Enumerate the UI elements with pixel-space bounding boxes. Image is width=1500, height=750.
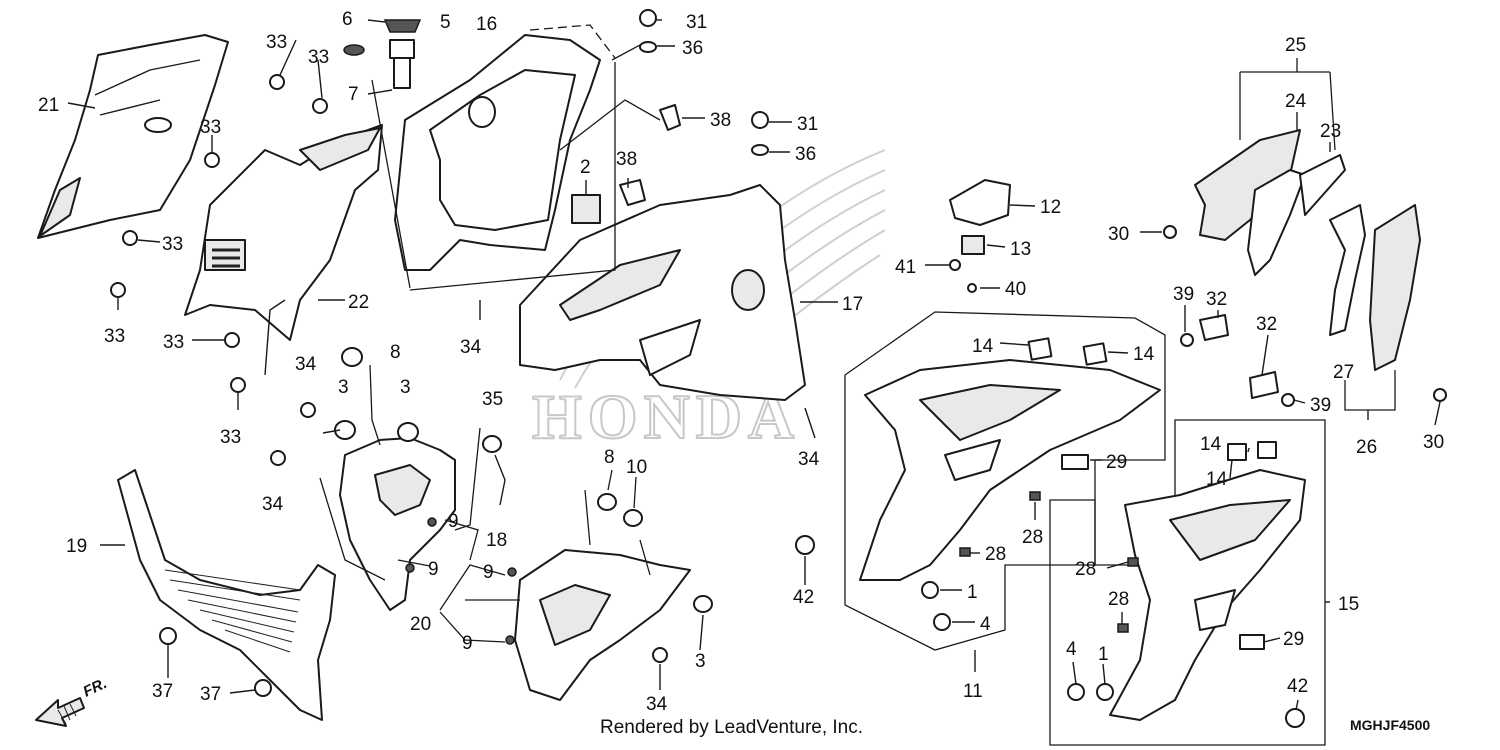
callout-14: 14 bbox=[1133, 344, 1155, 365]
callout-1: 1 bbox=[1098, 644, 1109, 665]
callout-37: 37 bbox=[200, 684, 221, 705]
callout-24: 24 bbox=[1285, 91, 1307, 112]
callout-10: 10 bbox=[626, 457, 647, 478]
callout-29: 29 bbox=[1283, 629, 1304, 650]
part-21-inner-panel bbox=[37, 34, 229, 239]
callout-37: 37 bbox=[152, 681, 173, 702]
callout-32: 32 bbox=[1206, 289, 1227, 310]
callout-2: 2 bbox=[580, 157, 591, 178]
callout-29: 29 bbox=[1106, 452, 1127, 473]
callout-7: 7 bbox=[348, 84, 359, 105]
callout-3: 3 bbox=[338, 377, 349, 398]
callout-36: 36 bbox=[795, 144, 816, 165]
callout-9: 9 bbox=[448, 511, 459, 532]
callout-15: 15 bbox=[1338, 594, 1359, 615]
part-16-upper-cover bbox=[394, 34, 601, 271]
callout-39: 39 bbox=[1310, 395, 1331, 416]
callout-4: 4 bbox=[1066, 639, 1077, 660]
diagram-code: MGHJF4500 bbox=[1350, 717, 1430, 733]
fasteners-top bbox=[343, 9, 769, 206]
callout-28: 28 bbox=[985, 544, 1006, 565]
callout-23: 23 bbox=[1320, 121, 1341, 142]
callout-42: 42 bbox=[1287, 676, 1308, 697]
part-15-cover-group bbox=[1049, 419, 1326, 746]
callout-9: 9 bbox=[462, 633, 473, 654]
callout-33: 33 bbox=[308, 47, 329, 68]
part-20-bracket bbox=[505, 493, 713, 701]
callout-38: 38 bbox=[616, 149, 637, 170]
callout-1: 1 bbox=[967, 582, 978, 603]
part-17-front-cover bbox=[519, 184, 806, 401]
callout-34: 34 bbox=[798, 449, 820, 470]
callout-28: 28 bbox=[1108, 589, 1129, 610]
callout-9: 9 bbox=[483, 562, 494, 583]
callout-39: 39 bbox=[1173, 284, 1194, 305]
callout-33: 33 bbox=[163, 332, 184, 353]
callout-labels: 21 33 33 33 33 33 22 33 33 6 5 7 16 31 3… bbox=[38, 9, 1444, 715]
callout-34: 34 bbox=[295, 354, 317, 375]
callout-33: 33 bbox=[162, 234, 183, 255]
callout-33: 33 bbox=[200, 117, 221, 138]
part-11-cover-group bbox=[795, 311, 1166, 651]
callout-31: 31 bbox=[797, 114, 818, 135]
callout-30: 30 bbox=[1423, 432, 1444, 453]
callout-12: 12 bbox=[1040, 197, 1061, 218]
leader-lines bbox=[67, 19, 1441, 711]
callout-20: 20 bbox=[410, 614, 431, 635]
callout-33: 33 bbox=[220, 427, 241, 448]
callout-33: 33 bbox=[266, 32, 287, 53]
part-19-grille bbox=[117, 469, 336, 721]
part-18-bracket bbox=[270, 347, 502, 611]
callout-9: 9 bbox=[428, 559, 439, 580]
render-credit: Rendered by LeadVenture, Inc. bbox=[600, 717, 863, 738]
callout-16: 16 bbox=[476, 14, 497, 35]
callout-38: 38 bbox=[710, 110, 731, 131]
part-12-bracket bbox=[949, 179, 1011, 293]
callout-32: 32 bbox=[1256, 314, 1277, 335]
callout-30: 30 bbox=[1108, 224, 1129, 245]
callout-34: 34 bbox=[646, 694, 668, 715]
callout-40: 40 bbox=[1005, 279, 1026, 300]
part-22-side-panel bbox=[184, 124, 383, 341]
callout-6: 6 bbox=[342, 9, 353, 30]
callout-22: 22 bbox=[348, 292, 369, 313]
parts-23-27-right bbox=[1163, 129, 1447, 407]
callout-17: 17 bbox=[842, 294, 863, 315]
callout-33: 33 bbox=[104, 326, 125, 347]
front-direction-label: FR. bbox=[81, 675, 110, 701]
callout-18: 18 bbox=[486, 530, 507, 551]
callout-35: 35 bbox=[482, 389, 503, 410]
callout-34: 34 bbox=[262, 494, 284, 515]
callout-34: 34 bbox=[460, 337, 482, 358]
callout-19: 19 bbox=[66, 536, 87, 557]
callout-25: 25 bbox=[1285, 35, 1306, 56]
callout-8: 8 bbox=[390, 342, 401, 363]
callout-42: 42 bbox=[793, 587, 814, 608]
callout-36: 36 bbox=[682, 38, 703, 59]
callout-13: 13 bbox=[1010, 239, 1031, 260]
callout-31: 31 bbox=[686, 12, 707, 33]
callout-8: 8 bbox=[604, 447, 615, 468]
callout-26: 26 bbox=[1356, 437, 1377, 458]
callout-28: 28 bbox=[1075, 559, 1096, 580]
callout-14: 14 bbox=[972, 336, 994, 357]
callout-4: 4 bbox=[980, 614, 991, 635]
callout-21: 21 bbox=[38, 95, 59, 116]
callout-41: 41 bbox=[895, 257, 916, 278]
callout-28: 28 bbox=[1022, 527, 1043, 548]
callout-3: 3 bbox=[695, 651, 706, 672]
callout-5: 5 bbox=[440, 12, 451, 33]
callout-3: 3 bbox=[400, 377, 411, 398]
callout-27: 27 bbox=[1333, 362, 1354, 383]
callout-14: 14 bbox=[1206, 469, 1228, 490]
front-direction-arrow: FR. bbox=[35, 675, 110, 727]
callout-11: 11 bbox=[963, 681, 983, 702]
callout-14: 14 bbox=[1200, 434, 1222, 455]
